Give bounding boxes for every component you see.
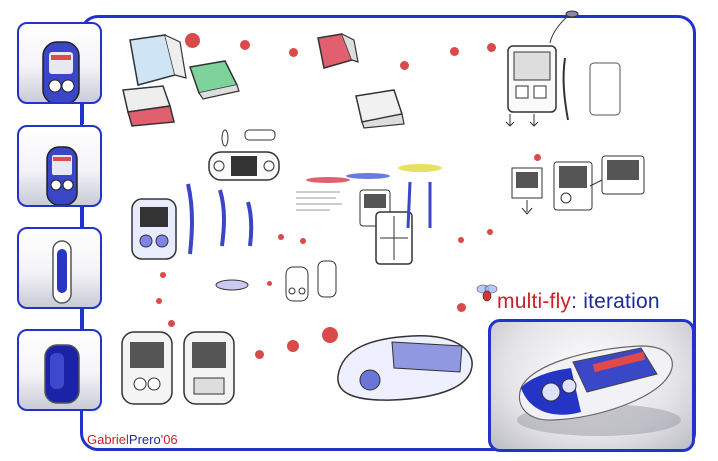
sketch-dot [289,48,298,57]
fly-logo-icon [476,284,498,302]
author-last-name: Prero [128,432,161,447]
sketch-case-blue [129,34,187,86]
sketch-notes-cluster [296,164,442,265]
sketch-device-screens [511,155,645,215]
sketch-dot [458,237,464,243]
device-front-render-icon [42,41,80,102]
title-part-iteration: : iteration [571,290,660,313]
thumbnail-3[interactable] [17,227,102,309]
sketch-front-pair [121,331,235,405]
sketch-dot [287,340,299,352]
sketch-dot [487,229,493,235]
thumbnail-1[interactable] [17,22,102,104]
thumbnail-connector [80,104,84,124]
device-side-render-icon [52,240,72,304]
sketch-dot [487,43,496,52]
sketch-dot [160,272,166,278]
sketch-dot [185,33,200,48]
sketch-device-cable [505,10,621,127]
title-part-multi: multi- [497,290,550,313]
sketch-dot [457,303,466,312]
device-final-render-icon [517,345,681,436]
sketch-dot [267,281,272,286]
author-year: '06 [160,432,178,447]
device-back-render-icon [44,344,80,404]
sketch-handheld-top [208,129,280,181]
sketch-dot [322,327,338,343]
sketch-case-gray [355,89,405,129]
thumbnail-4[interactable] [17,329,102,411]
author-credit: GabrielPrero'06 [87,432,178,447]
sketch-dot [450,47,459,56]
final-render[interactable] [488,319,695,452]
page-title: multi-fly: iteration [497,290,660,314]
author-first-name: Gabriel [87,432,129,447]
sketch-small-handhelds [215,260,337,302]
sketch-dot [255,350,264,359]
thumbnail-2[interactable] [17,125,102,207]
sketch-dot [168,320,175,327]
sketch-side-profiles [186,183,254,255]
title-part-fly: fly [549,290,572,313]
sketch-dot [240,40,250,50]
sketch-case-green [189,60,240,100]
sketch-dot [400,61,409,70]
device-angle-render-icon [46,146,78,205]
sketch-handheld-blue [131,198,177,260]
sketch-dot [278,234,284,240]
sketch-dot [534,154,541,161]
thumbnail-connector [80,207,84,227]
thumbnail-connector [80,309,84,329]
sketch-dot [300,238,306,244]
sketch-device-render [337,335,473,401]
sketch-case-red-open [317,33,359,69]
sketch-dot [156,298,162,304]
sketch-case-red [122,85,175,127]
